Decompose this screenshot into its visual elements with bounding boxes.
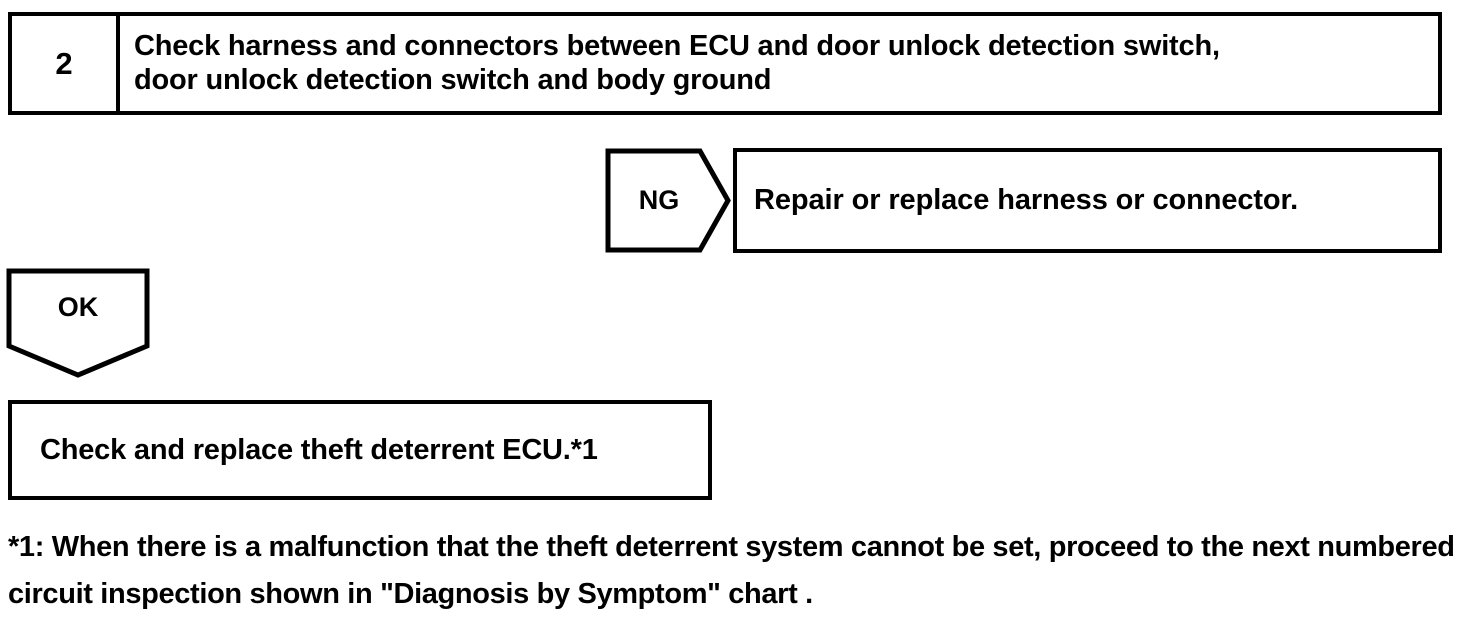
step-instruction-cell: Check harness and connectors between ECU… [120, 16, 1438, 111]
final-result-box: Check and replace theft deterrent ECU.*1 [8, 400, 712, 500]
step-number-cell: 2 [12, 16, 120, 111]
step-row: 2 Check harness and connectors between E… [8, 12, 1442, 115]
step-number: 2 [55, 46, 73, 81]
footnote-line-2: circuit inspection shown in "Diagnosis b… [8, 571, 1464, 618]
footnote-line-1-text: *1: When there is a malfunction that the… [8, 531, 1455, 563]
ok-branch-label: OK [57, 291, 99, 322]
footnote-line-1: *1: When there is a malfunction that the… [8, 524, 1464, 571]
ng-arrow-shape [605, 148, 731, 253]
final-result-text: Check and replace theft deterrent ECU.*1 [40, 433, 598, 466]
ng-result-text: Repair or replace harness or connector. [754, 183, 1299, 216]
footnote-line-2-text-b: chart . [720, 577, 813, 610]
ok-arrow-shape [6, 268, 150, 378]
ng-branch-label: NG [638, 185, 680, 215]
step-instruction-text: Check harness and connectors between ECU… [134, 29, 1220, 96]
footnote-line-2-text-a: circuit inspection shown [8, 577, 348, 610]
footnote-line-2-emphasis: in "Diagnosis by Symptom" [347, 577, 721, 610]
footnote: *1: When there is a malfunction that the… [8, 524, 1464, 618]
ng-result-box: Repair or replace harness or connector. [733, 148, 1442, 253]
